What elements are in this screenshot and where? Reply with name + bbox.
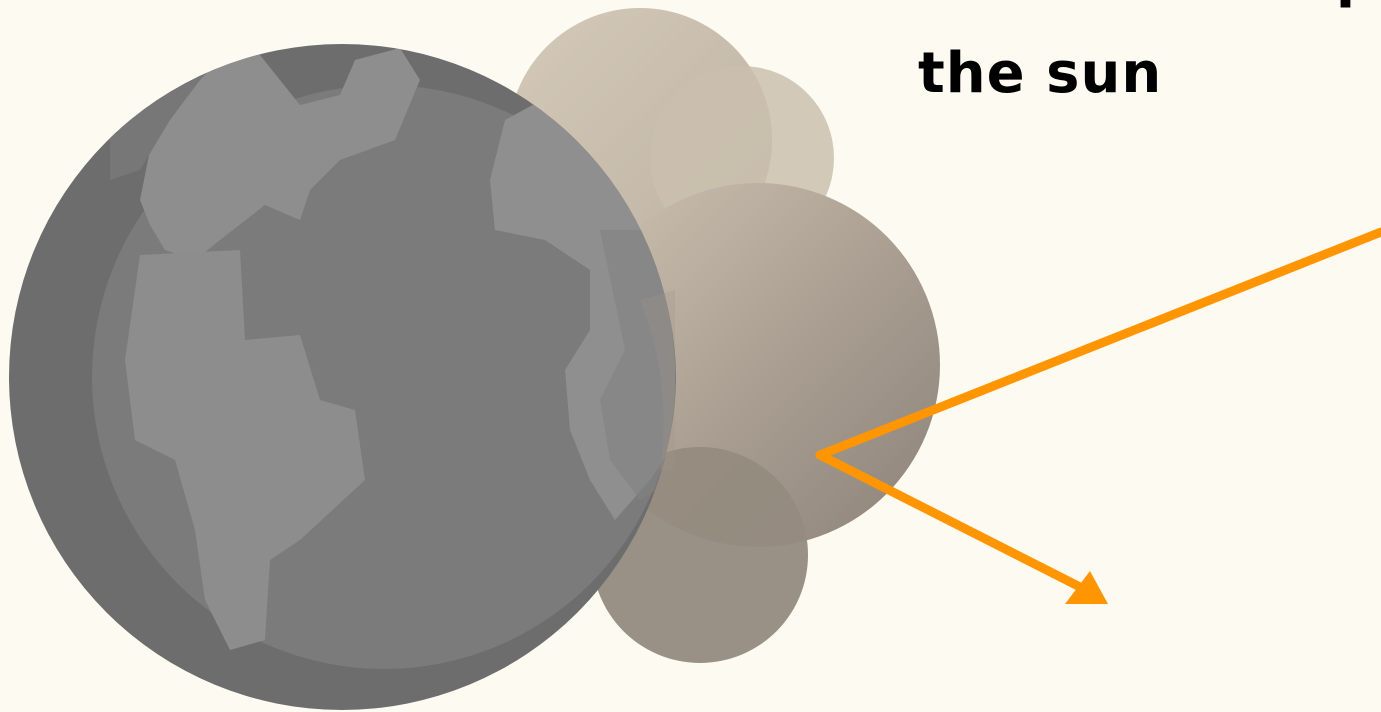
reflected-sunlight-arrow (820, 455, 1082, 588)
